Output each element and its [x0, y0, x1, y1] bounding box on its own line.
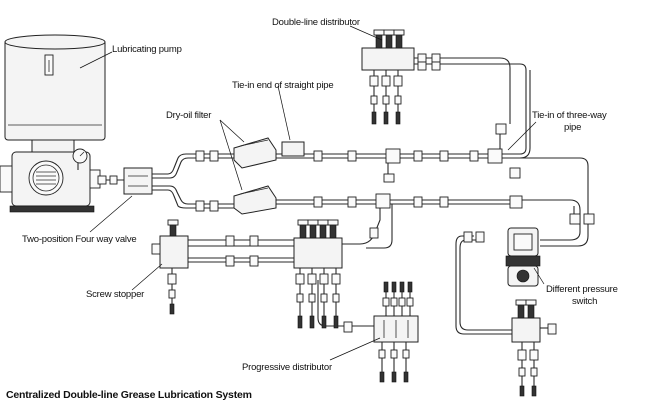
label-tie-in-straight-pipe: Tie-in end of straight pipe [232, 80, 333, 91]
label-two-position-valve: Two-position Four way valve [22, 234, 136, 245]
double-line-distributor-middle [293, 219, 343, 329]
label-lubricating-pump: Lubricating pump [112, 44, 182, 55]
double-line-distributor-bottom [511, 299, 557, 397]
label-dry-oil-filter: Dry-oil filter [166, 110, 211, 121]
straight-pipe-tie-in [281, 141, 305, 157]
pipe-fittings [109, 123, 595, 333]
four-way-valve [106, 167, 153, 195]
dry-oil-filter-upper [233, 137, 277, 169]
progressive-distributor [373, 281, 419, 383]
double-line-distributor-top [361, 29, 511, 125]
lubricating-pump [0, 34, 107, 213]
label-screw-stopper: Screw stopper [86, 289, 144, 300]
label-different-pressure-switch: switch [572, 296, 597, 307]
different-pressure-switch [505, 227, 541, 287]
label-different-pressure: Different pressure [546, 284, 618, 295]
diagram-title: Centralized Double-line Grease Lubricati… [6, 389, 252, 401]
screw-stopper-distributor [151, 219, 189, 315]
label-tie-in-three-way-pipe: pipe [564, 122, 581, 133]
supply-lines [152, 63, 589, 335]
dry-oil-filter-lower [233, 185, 277, 215]
label-double-line-distributor: Double-line distributor [272, 17, 360, 28]
leader-lines [79, 25, 545, 361]
label-tie-in-three-way: Tie-in of three-way [532, 110, 607, 121]
label-progressive-distributor: Progressive distributor [242, 362, 332, 373]
